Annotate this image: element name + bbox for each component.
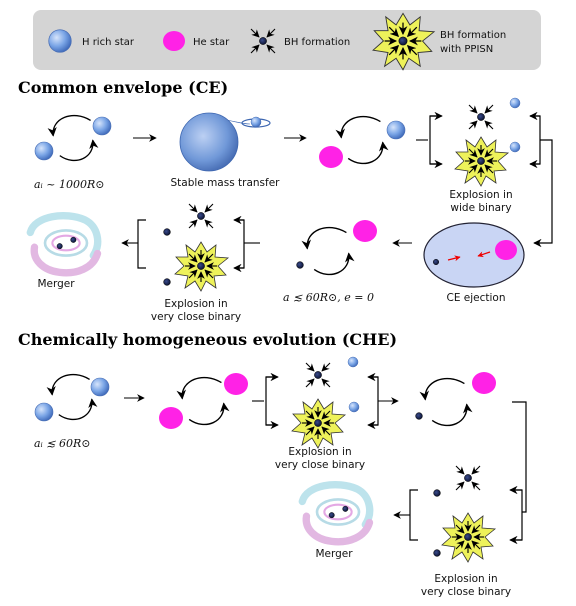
ce-title: Common envelope (CE) (18, 78, 228, 97)
merger-icon (302, 485, 369, 542)
ce-ejection: CE ejection (423, 222, 525, 304)
che-close-expl2-line2: very close binary (421, 586, 511, 598)
bh-icon (433, 489, 441, 497)
bh-icon (163, 278, 171, 286)
bh-ppisn-icon (455, 137, 508, 186)
che-close-expl-line1: Explosion in (288, 446, 351, 458)
ce-wide-expl-line2: wide binary (450, 202, 511, 214)
ce-stable-mt-label: Stable mass transfer (170, 177, 280, 189)
che-close-explosion-2: Explosion in very close binary (409, 466, 523, 598)
orbit-arrows-icon (341, 117, 383, 164)
che-title: Chemically homogeneous evolution (CHE) (18, 330, 397, 349)
merger-icon (30, 216, 97, 273)
ce-stable-mass-transfer: Stable mass transfer (170, 112, 280, 189)
che-close-expl2-line1: Explosion in (434, 573, 497, 585)
bh-icon (163, 228, 171, 236)
h-rich-star-icon (347, 356, 359, 368)
flow-arrow (533, 139, 553, 248)
legend-bh-formation: BH formation (284, 37, 350, 48)
bh-icon (433, 259, 440, 266)
ce-wide-explosion: Explosion in wide binary (429, 97, 541, 214)
che-close-explosion: Explosion in very close binary (265, 356, 379, 471)
che-initial-separation: aᵢ ≲ 60R⊙ (34, 437, 90, 450)
h-rich-star-icon (34, 141, 54, 161)
bh-formation-icon (189, 204, 213, 228)
legend-h-rich-star: H rich star (82, 37, 135, 48)
ce-close-expl-line2: very close binary (151, 311, 241, 323)
ce-close-expl-line1: Explosion in (164, 298, 227, 310)
ce-wide-expl-line1: Explosion in (449, 189, 512, 201)
ce-initial-binary: aᵢ ~ 1000R⊙ (34, 116, 112, 191)
che-he-he-binary (159, 373, 248, 429)
bh-ppisn-icon (175, 242, 228, 291)
he-star-icon (319, 146, 343, 168)
bh-ppisn-icon (442, 513, 495, 562)
h-rich-star-icon (48, 29, 72, 53)
che-bh-he-binary (415, 372, 496, 426)
common-envelope-icon (423, 222, 525, 288)
orbit-arrows-icon (182, 378, 224, 425)
bh-icon (433, 549, 441, 557)
orbit-arrows-icon (425, 379, 467, 426)
h-rich-star-icon (92, 116, 112, 136)
h-rich-star-icon (34, 402, 54, 422)
che-initial-binary: aᵢ ≲ 60R⊙ (34, 375, 110, 450)
bh-ppisn-icon (292, 399, 345, 448)
legend: H rich star He star BH formation BH form… (33, 10, 541, 70)
ce-he-h-binary (319, 117, 406, 168)
ce-merger-label: Merger (37, 278, 75, 290)
he-star-icon (224, 373, 248, 395)
legend-he-star: He star (193, 37, 230, 48)
he-star-icon (163, 31, 185, 51)
h-rich-star-icon (509, 141, 521, 153)
bh-formation-icon (469, 105, 493, 129)
che-merger: Merger (302, 485, 369, 560)
he-star-icon (159, 407, 183, 429)
h-rich-star-icon (386, 120, 406, 140)
ce-close-explosion: Explosion in very close binary (137, 204, 245, 323)
orbit-arrows-icon (52, 375, 92, 420)
ce-post-ce-binary: a ≲ 60R⊙, e = 0 (283, 220, 377, 304)
ce-ejection-label: CE ejection (446, 292, 505, 304)
he-star-icon (495, 240, 517, 260)
h-rich-star-icon (509, 97, 521, 109)
ce-initial-separation: aᵢ ~ 1000R⊙ (34, 178, 104, 191)
orbit-arrows-icon (307, 228, 349, 275)
bh-icon (415, 412, 423, 420)
bh-formation-icon (456, 466, 480, 490)
legend-bh-ppisn-line2: with PPISN (440, 44, 493, 55)
he-star-icon (472, 372, 496, 394)
bh-formation-icon (306, 363, 330, 387)
flow-arrow (512, 401, 527, 513)
bh-icon (296, 261, 304, 269)
h-rich-star-icon (348, 401, 360, 413)
accretor-star-icon (250, 116, 262, 128)
donor-star-icon (179, 112, 239, 172)
ce-post-ce-separation: a ≲ 60R⊙, e = 0 (283, 291, 374, 304)
che-merger-label: Merger (315, 548, 353, 560)
che-close-expl-line2: very close binary (275, 459, 365, 471)
h-rich-star-icon (90, 377, 110, 397)
legend-bh-ppisn-line1: BH formation (440, 30, 506, 41)
ce-merger: Merger (30, 216, 97, 290)
he-star-icon (353, 220, 377, 242)
orbit-arrows-icon (53, 116, 93, 161)
